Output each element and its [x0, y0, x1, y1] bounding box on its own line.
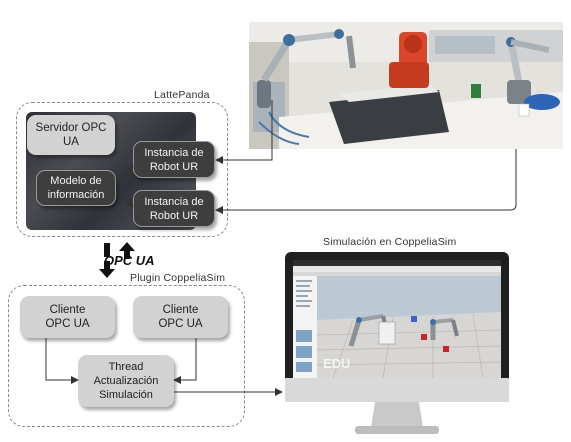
opcua-logo-text: OPC UA — [104, 253, 155, 268]
arrow-photo-to-instancia-2 — [215, 149, 517, 214]
opcua-logo-arrows — [99, 242, 135, 278]
lab-robots-photo — [249, 22, 563, 149]
opcua-logo: OPC UA — [97, 241, 157, 279]
plugin-group — [8, 285, 245, 427]
lab-photo-illustration — [249, 22, 563, 149]
monitor-illustration — [285, 252, 509, 434]
instancia-robot-node-1: Instancia de Robot UR — [133, 141, 215, 178]
cliente-opcua-node-2: Cliente OPC UA — [133, 296, 228, 338]
plugin-label: Plugin CoppeliaSim — [130, 272, 226, 284]
cliente-opcua-node-1: Cliente OPC UA — [20, 296, 115, 338]
instancia-robot-node-2: Instancia de Robot UR — [133, 190, 215, 227]
lattepanda-label: LattePanda — [154, 89, 210, 101]
thread-actualizacion-node: Thread Actualización Simulación — [78, 355, 174, 407]
simulation-watermark: EDU — [323, 356, 351, 371]
simulation-label: Simulación en CoppeliaSim — [323, 236, 457, 248]
servidor-opcua-node: Servidor OPC UA — [27, 115, 115, 155]
modelo-informacion-node: Modelo de información — [36, 170, 116, 206]
monitor: EDU — [283, 250, 511, 437]
